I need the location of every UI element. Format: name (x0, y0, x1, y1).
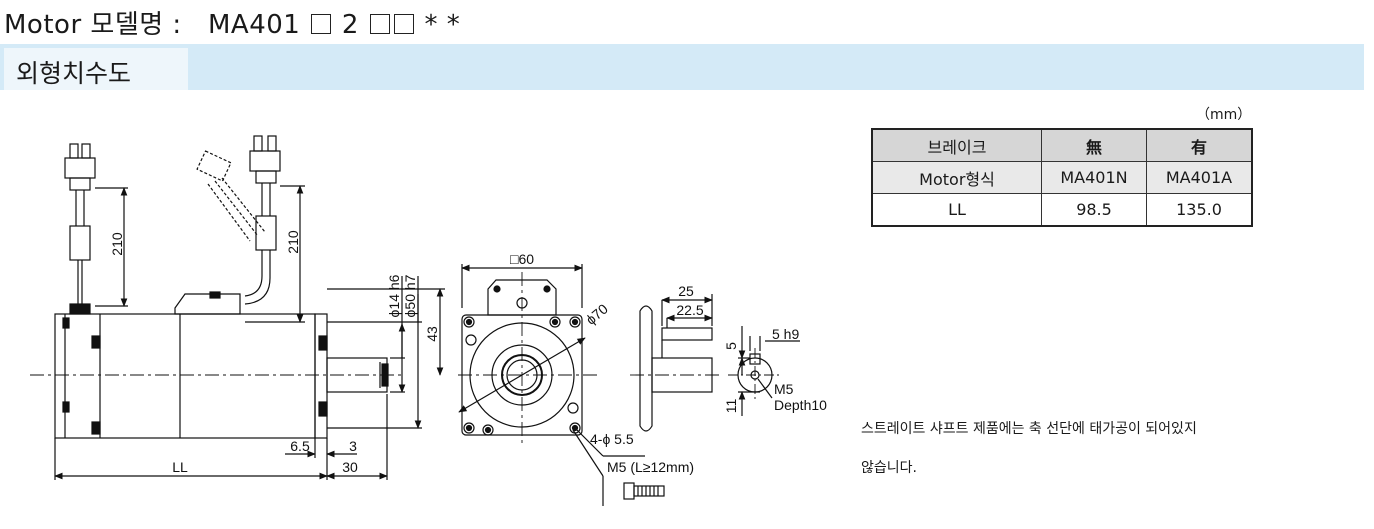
placeholder-square-icon (393, 14, 414, 34)
table-cell: MA401A (1146, 161, 1253, 194)
table-cell: 135.0 (1146, 193, 1253, 227)
section-tab: 외형치수도 (4, 48, 188, 90)
note-line-1: 스트레이트 샤프트 제품에는 축 선단에 태가공이 되어있지 (861, 421, 1197, 437)
title-digit: 2 (341, 10, 359, 40)
dim-30: 30 (342, 459, 358, 475)
header-without: 無 (1041, 128, 1147, 162)
dim-mounting-holes: 4-ϕ 5.5 (590, 431, 634, 447)
dim-5: 5 (723, 342, 739, 350)
dim-210-power: 210 (109, 232, 125, 256)
page-title: Motor 모델명 : MA401 2 * * (4, 4, 460, 41)
dim-pcd-70: ϕ70 (583, 300, 611, 327)
section-title: 외형치수도 (16, 59, 132, 88)
placeholder-square-icon (369, 14, 390, 34)
title-prefix: Motor 모델명 : (4, 10, 182, 40)
dim-3: 3 (349, 438, 357, 454)
dim-key-width: 5 h9 (772, 326, 799, 342)
dim-tap-m5: M5 (774, 381, 794, 397)
table-cell: 98.5 (1041, 193, 1147, 227)
dim-spigot-diameter: ϕ50 h7 (402, 274, 418, 317)
placeholder-square-icon (311, 14, 332, 34)
shaft-detail-view (630, 305, 720, 432)
table-header-row: 브레이크 無 有 (871, 128, 1253, 162)
table-cell: Motor형식 (871, 161, 1042, 194)
dim-25: 25 (678, 283, 694, 299)
table-row: LL 98.5 135.0 (871, 193, 1253, 227)
dim-43: 43 (424, 326, 440, 342)
dim-210-encoder: 210 (285, 230, 301, 254)
dim-shaft-diameter: ϕ14 h6 (386, 274, 402, 317)
table-cell: MA401N (1041, 161, 1147, 194)
table-row: Motor형식 MA401N MA401A (871, 161, 1253, 194)
dim-6-5: 6.5 (290, 438, 310, 454)
dim-22-5: 22.5 (676, 302, 703, 318)
header-with: 有 (1146, 128, 1253, 162)
dimension-drawing: 210 210 ϕ14 h6 ϕ50 h7 43 6.5 3 LL 30 □60… (30, 135, 827, 506)
header-brake: 브레이크 (871, 128, 1042, 162)
power-cable (64, 143, 96, 304)
section-banner: 외형치수도 (0, 44, 1364, 90)
bolt-icon (623, 482, 665, 500)
dim-square-60: □60 (510, 251, 534, 267)
dim-ll: LL (172, 459, 188, 475)
title-suffix: * * (424, 10, 461, 40)
table-unit: （mm） (1196, 107, 1252, 123)
motor-front-view (458, 272, 600, 446)
dim-tap-depth: Depth10 (774, 397, 827, 413)
dim-11: 11 (723, 399, 739, 414)
title-model: MA401 (207, 10, 301, 40)
spec-table: 브레이크 無 有 Motor형식 MA401N MA401A LL 98.5 1… (871, 128, 1253, 227)
encoder-cable (196, 135, 281, 305)
motor-side-view (30, 291, 405, 439)
dim-bolt-length: M5 (L≥12mm) (607, 459, 694, 475)
note-line-2: 않습니다. (861, 460, 917, 476)
table-cell: LL (871, 193, 1042, 227)
